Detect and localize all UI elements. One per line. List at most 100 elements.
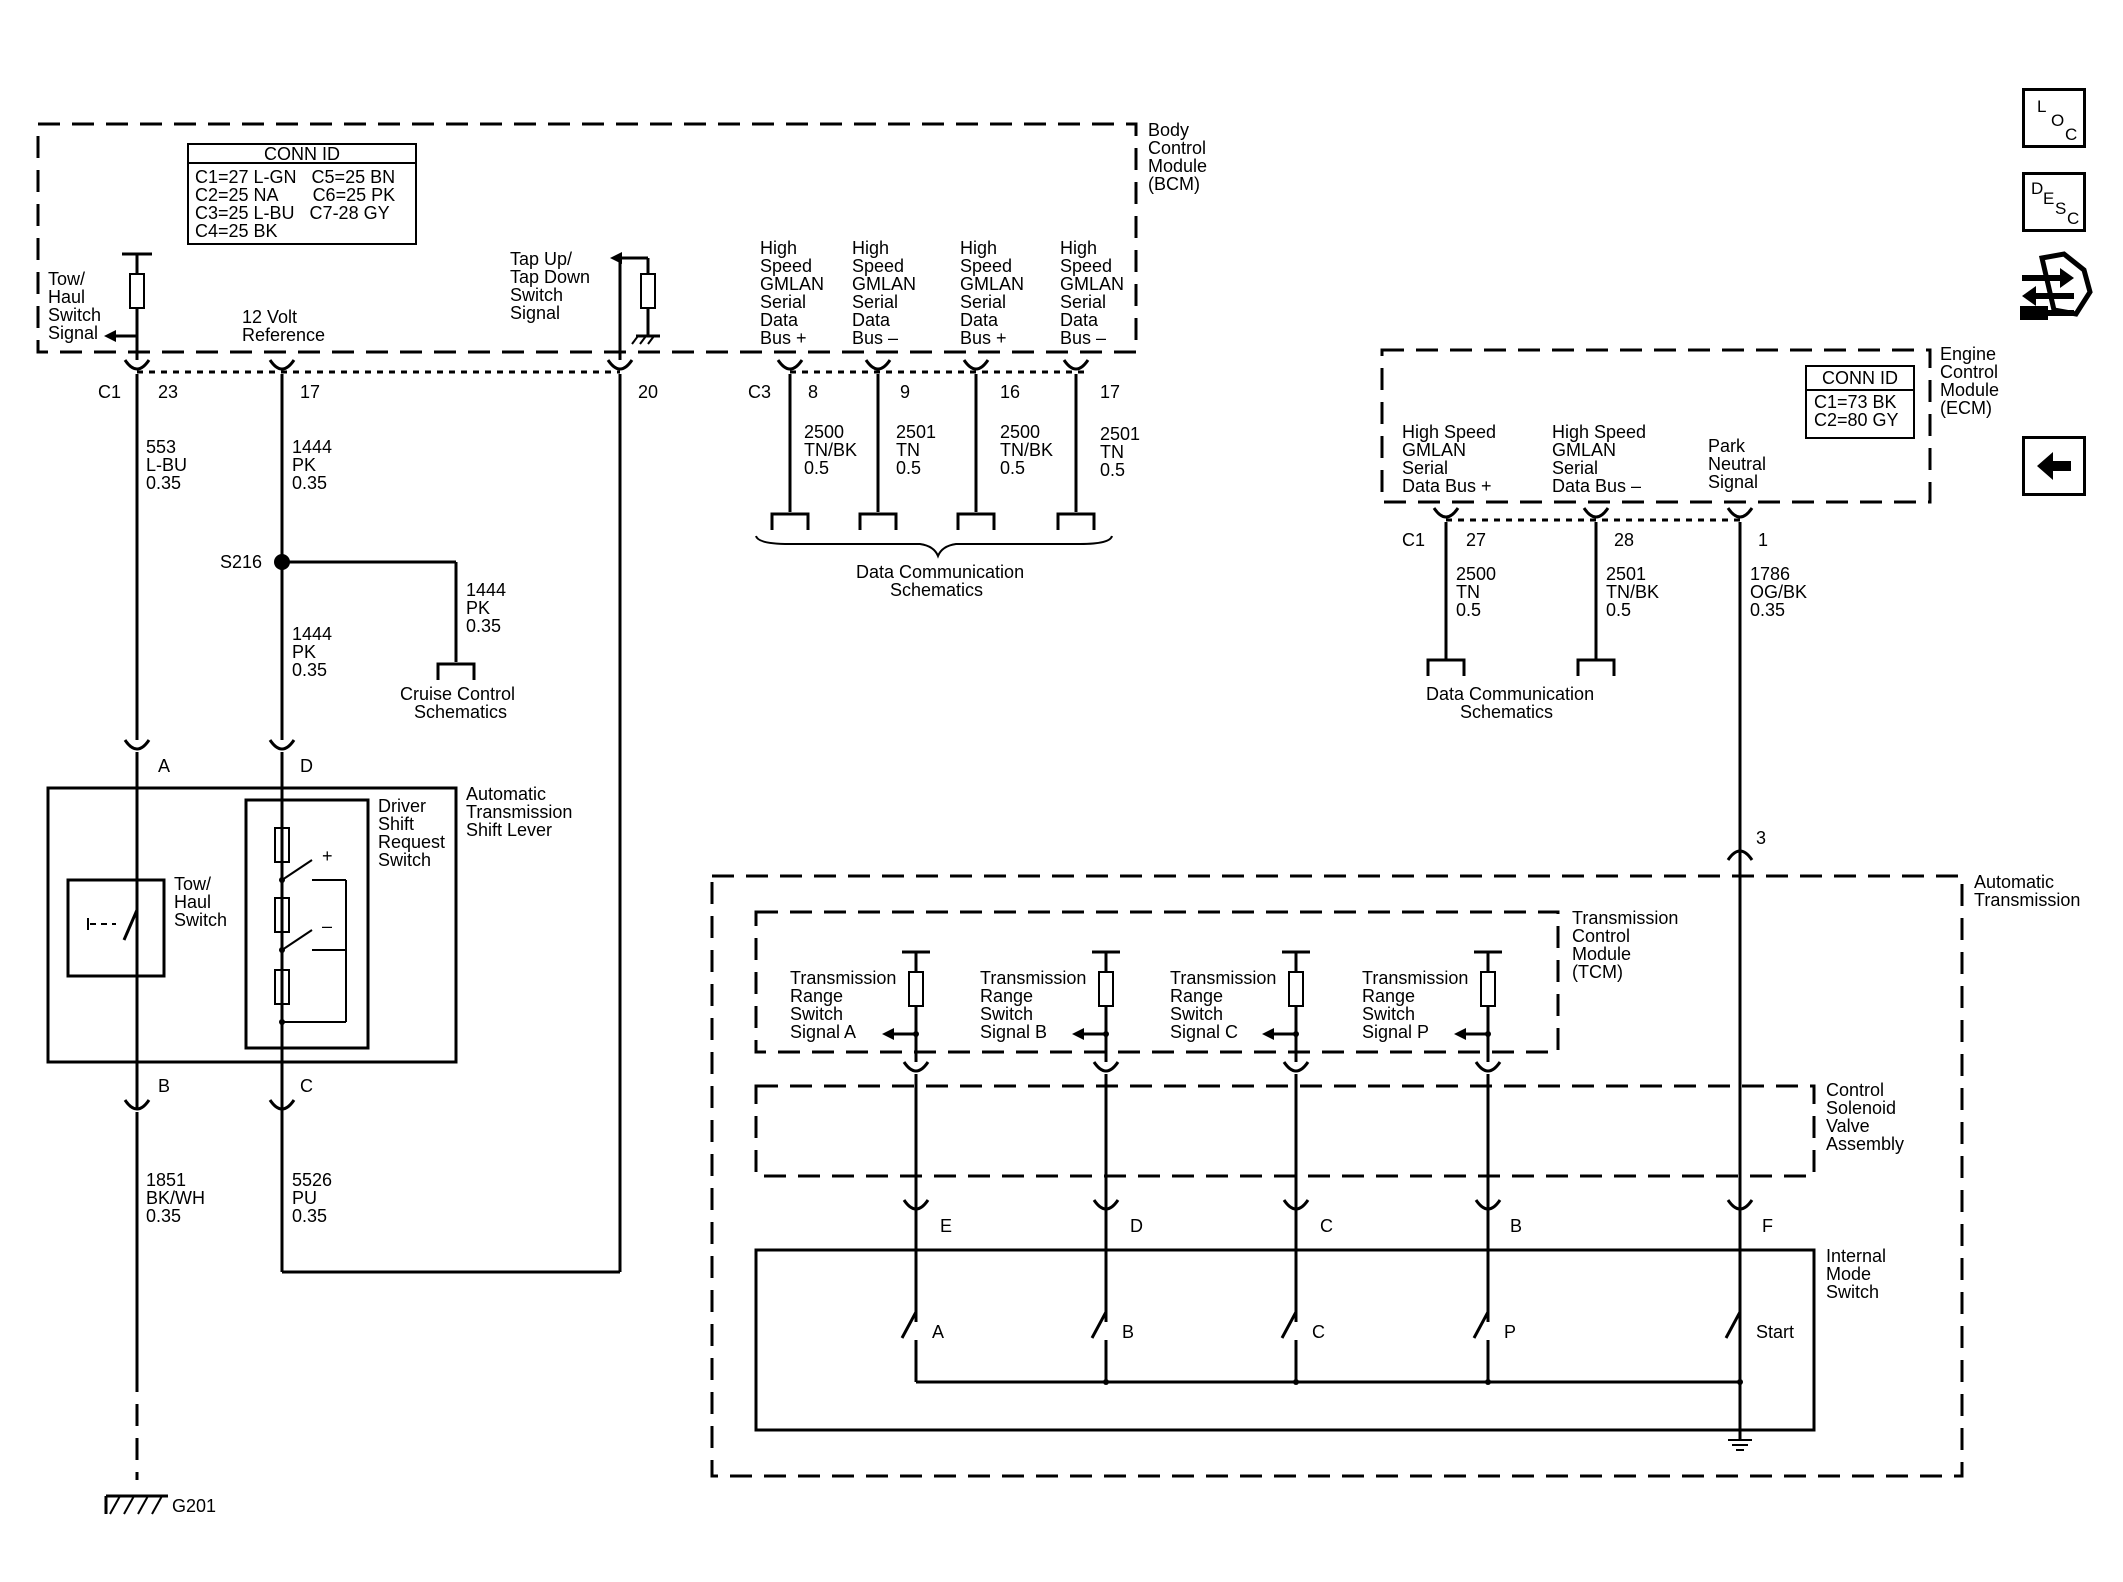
ecm-label-line: Park [1708,436,1746,456]
tow-signal-line: Tow/ [48,269,85,289]
ref-12v-label: 12 Volt Reference [242,307,325,345]
connector-swap-icon[interactable] [2014,250,2094,330]
trans-title-line: Transmission [1974,890,2080,910]
ecm-pin: 1 [1758,530,1768,550]
ecm-label-bus-plus: High Speed GMLAN Serial Data Bus + [1402,422,1496,496]
tow-signal-line: Haul [48,287,85,307]
ecm-label-park-neutral: Park Neutral Signal [1708,436,1766,492]
bus-label-line: Data [960,310,999,330]
connector-symbol [606,359,634,371]
bcm-conn-line: C3=25 L-BU C7-28 GY [195,203,390,223]
tcm-block [754,910,1560,1054]
chassis-ground-icon [1728,1439,1752,1451]
connector-symbol [1282,1199,1310,1211]
ecm-conn-c1: C1 [1402,530,1425,550]
wire-label-line: TN [1456,582,1480,602]
wire-label-line: L-BU [146,455,187,475]
solenoid-title-line: Valve [1826,1116,1870,1136]
wire-label-line: PK [292,455,316,475]
signal-label-line: Switch [790,1004,843,1024]
desc-letter: E [2043,189,2055,208]
signal-label-line: Range [1362,986,1415,1006]
bus-label-line: Serial [960,292,1006,312]
wire-label-line: 0.35 [466,616,501,636]
wire-label-line: 1444 [292,437,332,457]
bus-label-line: High [960,238,997,258]
bus-label-line: Data [760,310,799,330]
bus-label-line: Speed [1060,256,1112,276]
wire-2501b-label: 2501 TN 0.5 [1100,424,1140,480]
ecm-label-line: High Speed [1552,422,1646,442]
minus-label: – [322,916,332,936]
signal-label-line: Transmission [790,968,896,988]
tcm-title-line: (TCM) [1572,962,1623,982]
connector-symbol [1092,1061,1120,1073]
tcm-signal-b: Transmission Range Switch Signal B [980,950,1120,1062]
desc-letter: C [2067,209,2080,228]
data-comm-line: Data Communication [1426,684,1594,704]
wire-label-line: TN/BK [1606,582,1659,602]
mode-title-line: Mode [1826,1264,1871,1284]
loc-button[interactable]: L O C [2022,88,2086,148]
bcm-data-bus-wires: Data Communication Schematics 2500 TN/BK… [755,374,1140,600]
wire-label-line: 0.5 [896,458,921,478]
shift-pin: C [300,1076,313,1096]
bcm-bus-label-2: High Speed GMLAN Serial Data Bus – [852,238,916,348]
connector-symbol [1726,849,1754,861]
connector-symbol [123,1099,151,1111]
bus-label-line: Bus – [852,328,898,348]
signal-label-line: Range [790,986,843,1006]
wire-label-line: 0.35 [1750,600,1785,620]
bus-label-line: Serial [852,292,898,312]
bus-label-line: Speed [760,256,812,276]
tap-switch-label: Tap Up/ Tap Down Switch Signal [510,249,590,323]
connector-symbol [864,359,892,371]
wire-1786-label: 1786 OG/BK 0.35 [1750,564,1807,620]
wire-label-line: 553 [146,437,176,457]
ecm-conn-id-table: CONN ID C1=73 BK C2=80 GY [1805,365,1915,439]
bcm-title-line: Body [1148,120,1189,140]
bcm-conn-id-title: CONN ID [264,144,340,164]
desc-button[interactable]: D E S C [2022,172,2086,232]
bcm-pin: 23 [158,382,178,402]
wire-label-line: 0.35 [292,1206,327,1226]
bus-label-line: GMLAN [960,274,1024,294]
connector-swap-icon-graphic [2020,251,2093,320]
wire-2500a-label: 2500 TN/BK 0.5 [804,422,857,478]
wire-2501a-label: 2501 TN 0.5 [896,422,936,478]
trans-pin3: 3 [1756,828,1766,848]
signal-label-line: Signal B [980,1022,1047,1042]
wire-label-line: 2501 [896,422,936,442]
wire-1444c-label: 1444 PK 0.35 [292,624,332,680]
ecm-label-line: GMLAN [1402,440,1466,460]
trans-conn-pin: E [940,1216,952,1236]
wire-label-line: 0.5 [1100,460,1125,480]
ecm-label-line: High Speed [1402,422,1496,442]
wire-label-line: TN [896,440,920,460]
switch-label: A [932,1322,944,1342]
connector-symbol [268,739,296,751]
connector-symbol [776,359,804,371]
wire-label-line: TN/BK [1000,440,1053,460]
ref-line: 12 Volt [242,307,297,327]
bus-label-line: Speed [960,256,1012,276]
wire-label-line: BK/WH [146,1188,205,1208]
driver-switch-line: Switch [378,850,431,870]
tow-switch-line: Tow/ [174,874,211,894]
trans-title-line: Automatic [1974,872,2054,892]
cruise-ref-line: Schematics [414,702,507,722]
tcm-title-line: Transmission [1572,908,1678,928]
bcm-bus-label-4: High Speed GMLAN Serial Data Bus – [1060,238,1124,348]
wire-label-line: 1444 [466,580,506,600]
ecm-label-line: Serial [1552,458,1598,478]
ecm-label-bus-minus: High Speed GMLAN Serial Data Bus – [1552,422,1646,496]
automatic-transmission-block: Automatic Transmission Transmission Cont… [710,872,2080,1478]
tap-pullup-circuit [610,252,660,360]
back-button[interactable] [2022,436,2086,496]
desc-letter: D [2031,179,2044,198]
wire-label-line: 1851 [146,1170,186,1190]
tap-line: Tap Up/ [510,249,572,269]
back-arrow-icon [2037,452,2071,480]
tap-line: Signal [510,303,560,323]
